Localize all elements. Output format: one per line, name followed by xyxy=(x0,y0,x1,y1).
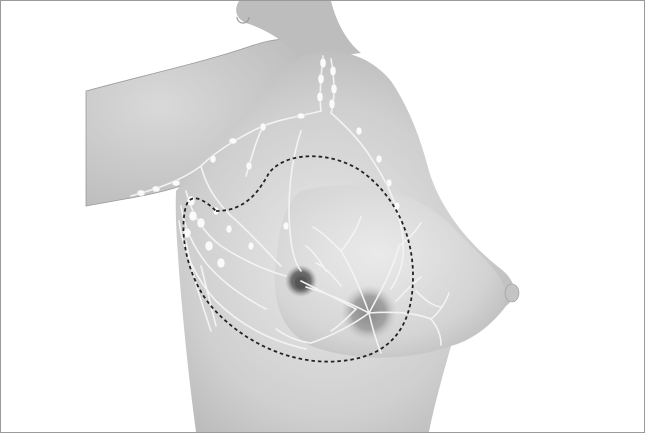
lymph-node xyxy=(320,58,326,68)
lymph-node xyxy=(330,66,336,76)
lymph-node xyxy=(331,84,337,94)
lymph-node xyxy=(356,127,362,135)
lymph-node xyxy=(386,179,392,187)
lymph-node xyxy=(205,241,213,251)
lymph-node xyxy=(248,242,254,250)
lymph-node xyxy=(217,258,225,268)
nipple xyxy=(505,284,519,302)
lymph-node xyxy=(187,196,195,206)
lymph-node xyxy=(172,180,180,186)
lymph-node xyxy=(152,186,160,192)
lymph-node xyxy=(394,202,400,210)
lymph-node xyxy=(210,155,216,163)
lymph-node xyxy=(197,218,205,228)
lymph-node xyxy=(137,190,145,196)
lymph-node xyxy=(376,155,382,163)
lymph-node xyxy=(226,225,232,233)
lymph-node xyxy=(329,99,335,109)
lymph-node xyxy=(229,138,237,144)
lymph-node xyxy=(246,162,252,170)
lymph-node xyxy=(297,113,305,119)
lymph-node xyxy=(189,211,197,221)
lymph-node xyxy=(260,123,266,131)
lymph-node xyxy=(318,74,324,84)
lymph-node xyxy=(283,222,289,230)
lymph-node xyxy=(317,92,323,102)
